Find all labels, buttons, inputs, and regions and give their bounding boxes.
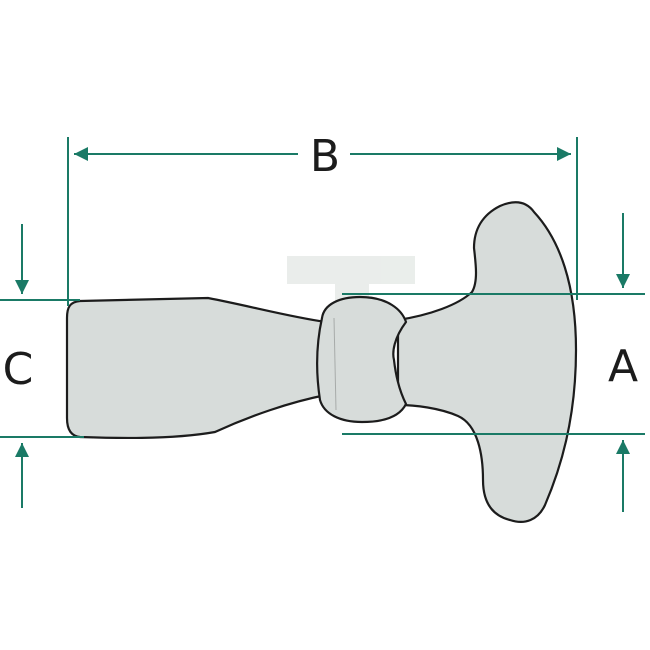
label-b: B xyxy=(310,131,340,182)
t-handle-head xyxy=(396,201,578,523)
t-handle-part xyxy=(65,201,578,523)
dimension-a: A xyxy=(342,213,645,512)
t-handle-shaft xyxy=(65,296,328,440)
t-handle-collar xyxy=(316,295,408,424)
dimension-b: B xyxy=(67,131,578,306)
label-a: A xyxy=(608,341,638,392)
dimension-c: C xyxy=(0,224,84,508)
label-c: C xyxy=(3,344,34,395)
